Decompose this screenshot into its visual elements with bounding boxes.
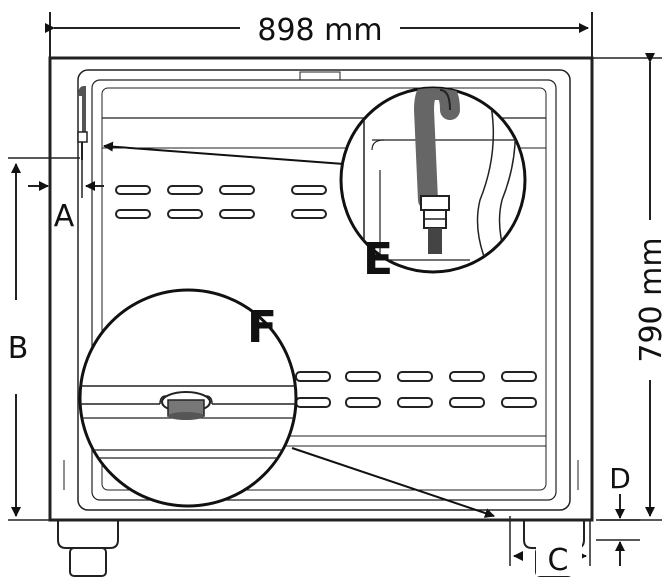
gas-connection-pipe — [77, 85, 88, 160]
dimension-c: C — [509, 516, 591, 578]
height-label: 790 mm — [634, 237, 668, 362]
cooker-body — [48, 56, 594, 522]
dimension-a: A — [28, 160, 104, 234]
detail-f-zoom: F — [78, 288, 298, 508]
detail-e-zoom: E — [339, 86, 527, 285]
label-b: B — [8, 331, 29, 366]
width-dimension: 898 mm — [45, 12, 593, 60]
height-dimension: 790 mm — [592, 53, 668, 521]
dimension-d: D — [596, 462, 640, 566]
label-d: D — [609, 462, 631, 495]
label-a: A — [54, 199, 75, 234]
detail-f-label: F — [247, 302, 277, 353]
cooker-feet — [57, 520, 585, 577]
detail-e-label: E — [363, 234, 393, 285]
vent-slots-upper — [115, 185, 327, 219]
label-c: C — [548, 543, 569, 578]
width-label: 898 mm — [257, 13, 382, 48]
leader-arrows — [103, 141, 495, 518]
vent-slots-lower — [295, 371, 537, 408]
dimension-b: B — [8, 157, 80, 521]
